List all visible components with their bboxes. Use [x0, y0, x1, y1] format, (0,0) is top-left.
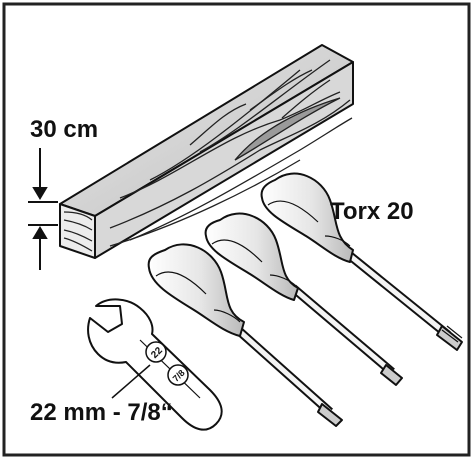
- wood-grain: [109, 59, 353, 247]
- screwdriver-torx: [260, 172, 463, 351]
- screwdriver-flat: [147, 243, 343, 427]
- wood-end-face: [59, 203, 96, 259]
- torx-label: Torx 20: [330, 198, 414, 225]
- wrench-marking-inch: 7/8: [167, 364, 189, 386]
- dimension-marker: [28, 148, 58, 270]
- wrench-size-label: 22 mm - 7/8“: [30, 399, 173, 426]
- length-label: 30 cm: [30, 116, 99, 143]
- wrench-marking-mm: 22: [145, 341, 167, 363]
- wood-end-grain: [63, 211, 93, 252]
- screwdriver-phillips: [204, 212, 403, 386]
- frame-border: [2, 2, 471, 457]
- wrench-leader-line: [111, 364, 151, 399]
